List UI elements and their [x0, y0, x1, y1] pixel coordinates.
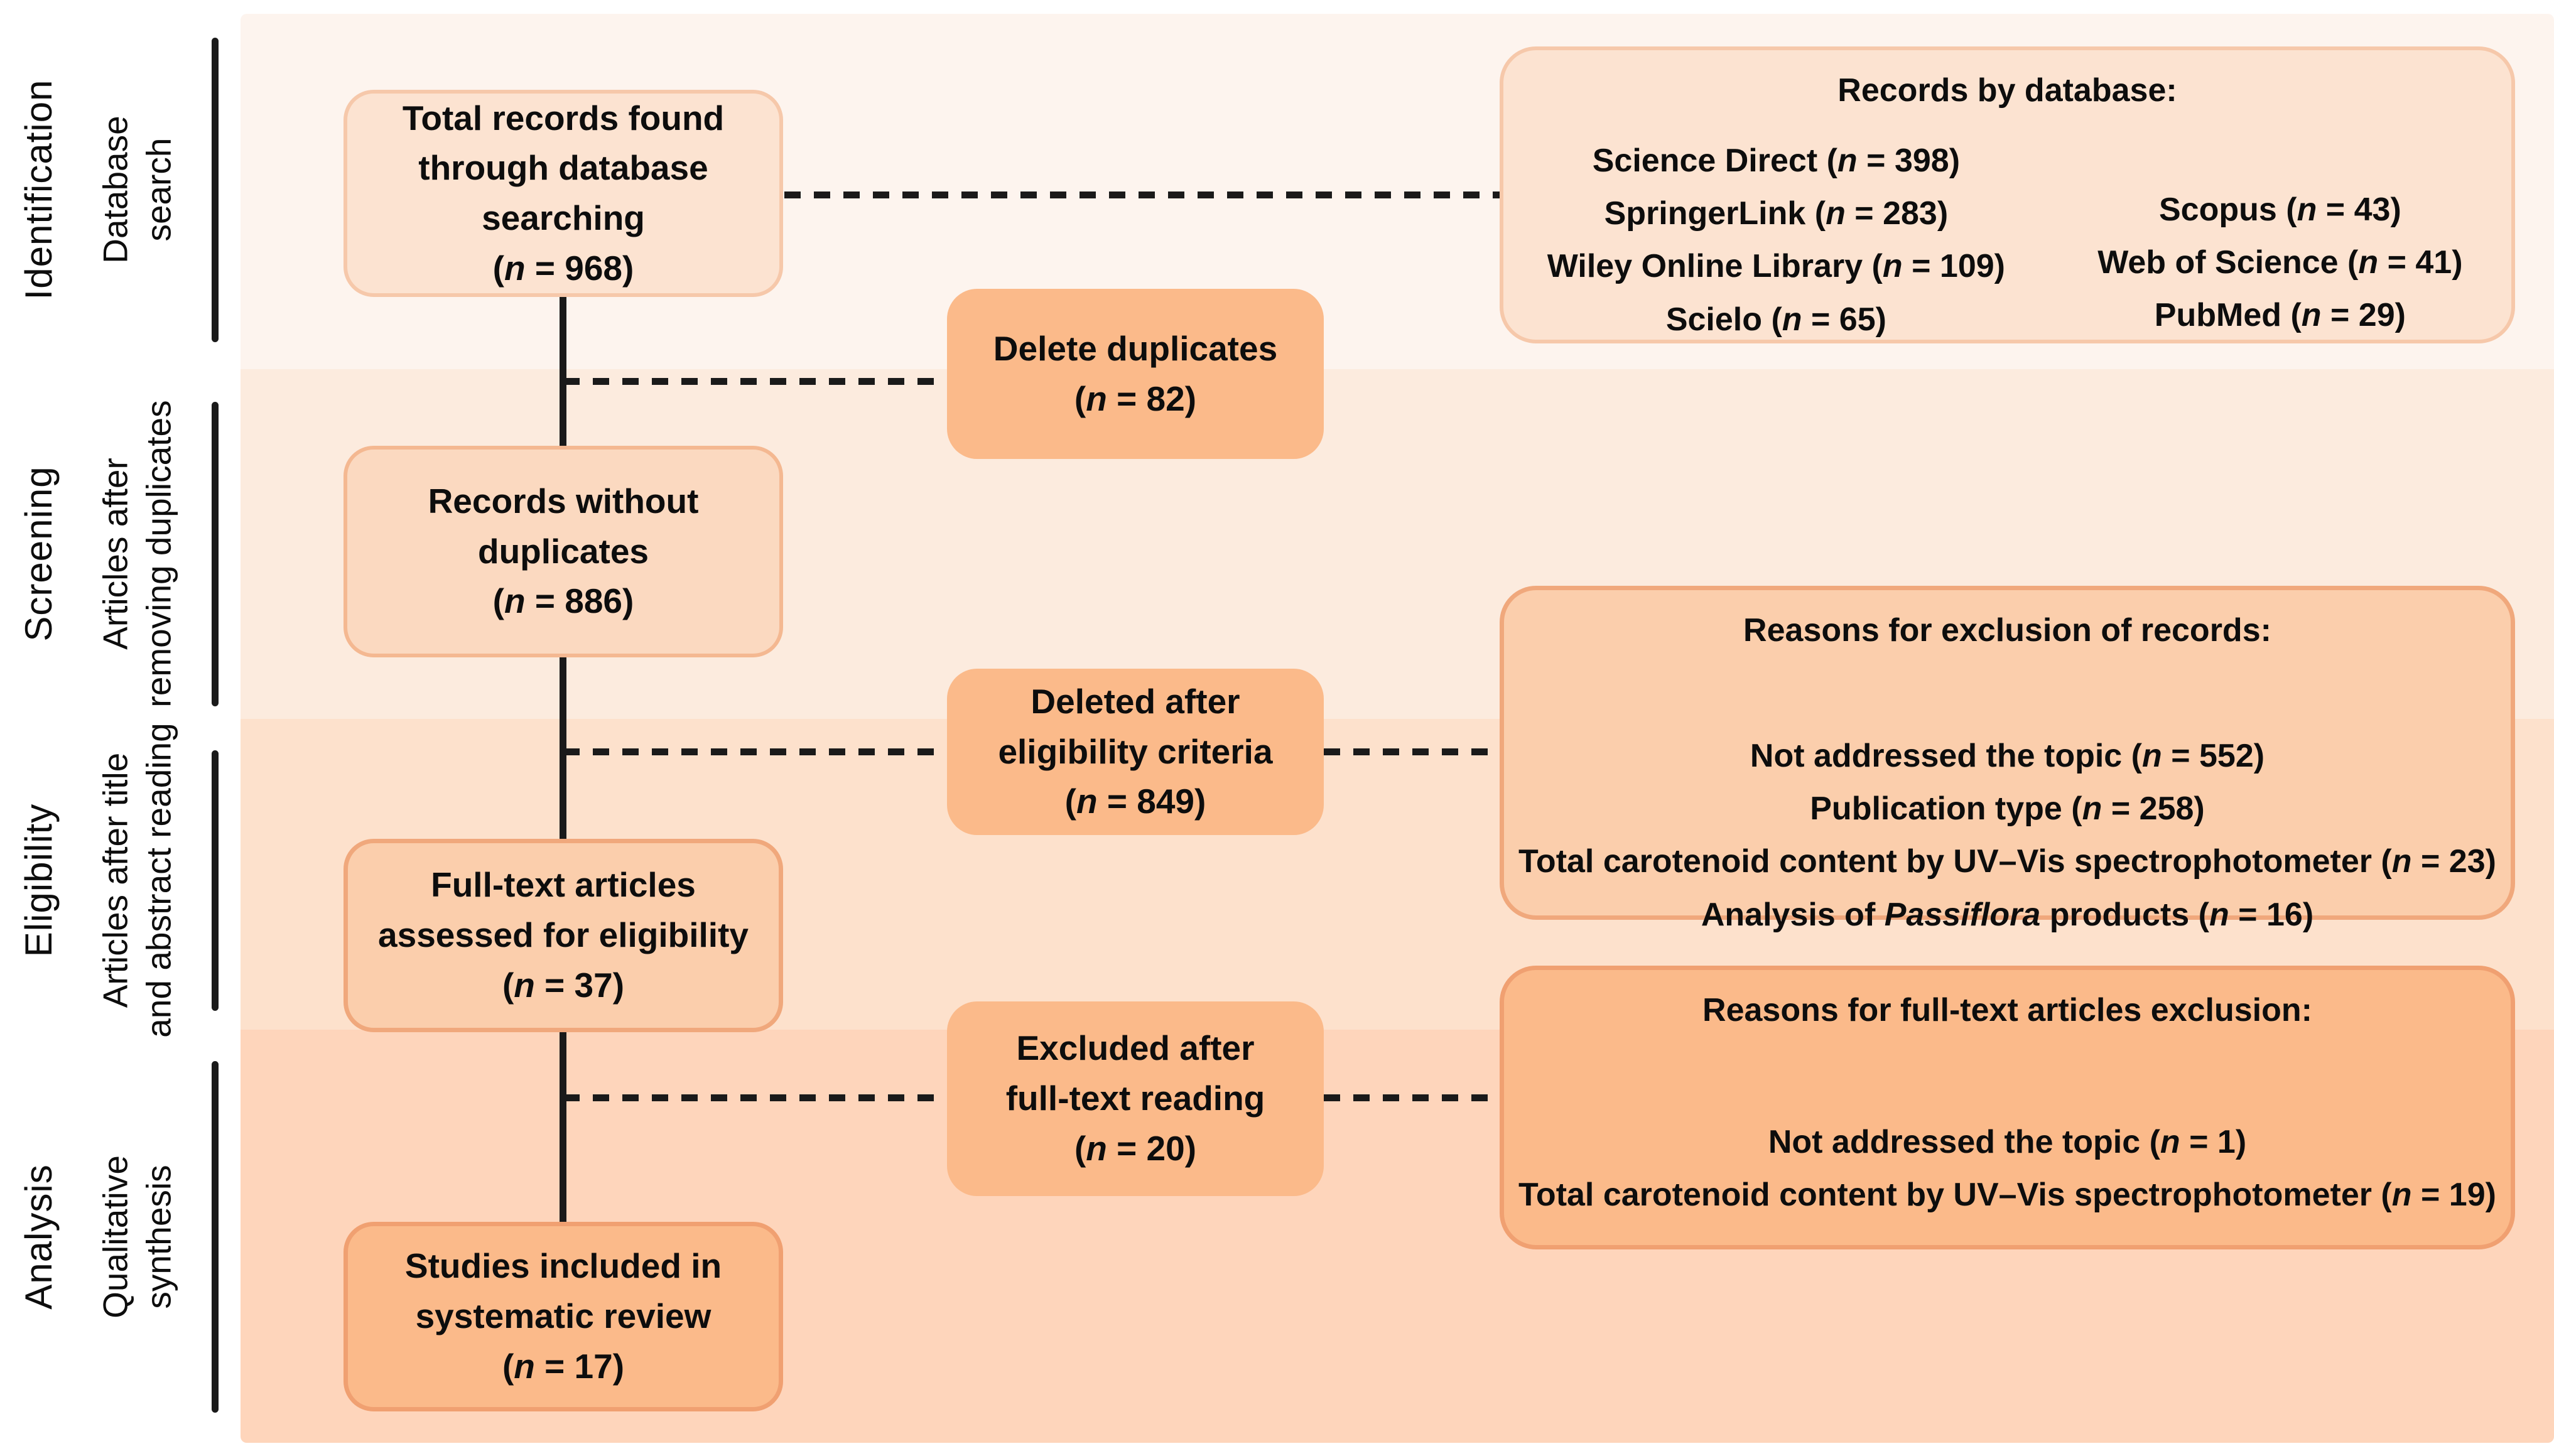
- reasons-fulltext-title: Reasons for full-text articles exclusion…: [1702, 992, 2312, 1028]
- stage-rule-screening: [212, 402, 219, 706]
- reason-uvvis-records: Total carotenoid content by UV–Vis spect…: [1518, 843, 2496, 880]
- stage-label-screening: Screening: [18, 466, 60, 642]
- db-count-web-of-science: Web of Science (n = 41): [2097, 244, 2463, 281]
- db-count-scopus: Scopus (n = 43): [2159, 191, 2401, 228]
- dashed-connector-records-by-database: [784, 191, 1500, 198]
- db-count-scielo: Scielo (n = 65): [1665, 301, 1886, 338]
- records-by-database-title: Records by database:: [1837, 72, 2177, 109]
- reason-not-addressed-records: Not addressed the topic (n = 552): [1750, 738, 2265, 774]
- stage-rule-identification: [212, 38, 219, 342]
- dashed-connector-delete-duplicates: [563, 378, 947, 385]
- db-count-pubmed: PubMed (n = 29): [2154, 297, 2406, 334]
- db-count-springerlink: SpringerLink (n = 283): [1604, 195, 1949, 232]
- stage-rule-analysis: [212, 1061, 219, 1413]
- stage-label-identification: Identification: [18, 79, 60, 300]
- reason-not-addressed-fulltext: Not addressed the topic (n = 1): [1768, 1124, 2247, 1160]
- stage-label-analysis: Analysis: [18, 1164, 60, 1310]
- dashed-connector-deleted-eligibility: [563, 748, 947, 755]
- dashed-connector-reasons-fulltext: [1324, 1094, 1500, 1101]
- reasons-records-title: Reasons for exclusion of records:: [1743, 612, 2271, 649]
- dashed-connector-reasons-records: [1324, 748, 1500, 755]
- side-box-delete-duplicates-text: Delete duplicates(n = 82): [993, 328, 1278, 418]
- detail-box-records-by-database: Records by database: Science Direct (n =…: [1500, 46, 2515, 343]
- records-by-database-col1: Science Direct (n = 398) SpringerLink (n…: [1503, 134, 2049, 346]
- stage-rule-eligibility: [212, 750, 219, 1011]
- records-by-database-columns: Science Direct (n = 398) SpringerLink (n…: [1503, 134, 2511, 346]
- records-by-database-col2: Scopus (n = 43) Web of Science (n = 41) …: [2049, 134, 2511, 346]
- detail-box-reasons-fulltext-exclusion: Reasons for full-text articles exclusion…: [1500, 966, 2515, 1249]
- reason-uvvis-fulltext: Total carotenoid content by UV–Vis spect…: [1518, 1177, 2496, 1214]
- reasons-fulltext-items: Not addressed the topic (n = 1) Total ca…: [1504, 1116, 2511, 1221]
- side-box-delete-duplicates: Delete duplicates(n = 82): [947, 289, 1324, 459]
- db-count-wiley: Wiley Online Library (n = 109): [1547, 248, 2005, 285]
- detail-box-reasons-records-exclusion: Reasons for exclusion of records: Not ad…: [1500, 586, 2515, 933]
- reasons-records-items: Not addressed the topic (n = 552) Public…: [1504, 730, 2511, 941]
- flow-connector-line: [560, 297, 566, 1223]
- dashed-connector-excluded-fulltext: [563, 1094, 947, 1101]
- reason-publication-type: Publication type (n = 258): [1810, 790, 2205, 828]
- reason-passiflora-products: Analysis of Passiflora products (n = 16): [1701, 896, 2314, 933]
- db-count-science-direct: Science Direct (n = 398): [1592, 143, 1961, 179]
- stage-label-eligibility: Eligibility: [18, 803, 60, 957]
